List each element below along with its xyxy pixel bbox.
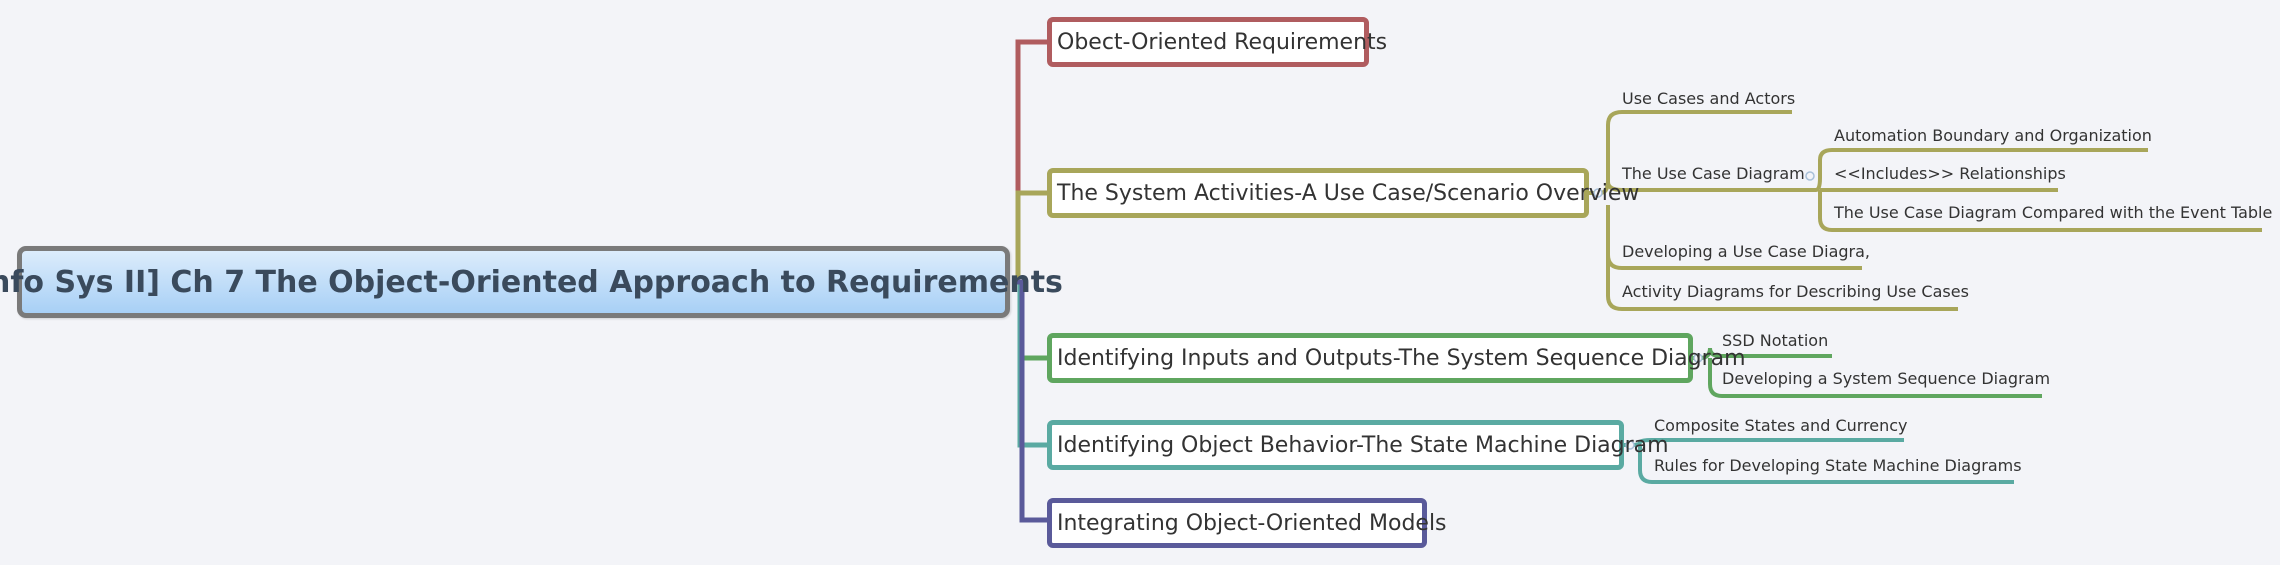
central-topic[interactable]: [Info Sys II] Ch 7 The Object-Oriented A… (0, 246, 1063, 318)
subtopic-use-case-diagram[interactable]: The Use Case Diagram (1622, 164, 1805, 184)
subtopic-rules-state-machine[interactable]: Rules for Developing State Machine Diagr… (1654, 456, 2022, 476)
subtopic-label: SSD Notation (1722, 331, 1829, 350)
subtopic-label: Composite States and Currency (1654, 416, 1908, 435)
central-topic-label: [Info Sys II] Ch 7 The Object-Oriented A… (0, 264, 1063, 300)
topic-label: Identifying Object Behavior-The State Ma… (1057, 432, 1669, 458)
collapse-dot[interactable] (1693, 353, 1703, 363)
topic-label: Obect-Oriented Requirements (1057, 29, 1388, 55)
subtopic-label: Automation Boundary and Organization (1834, 126, 2152, 145)
subtopic-developing-use-case[interactable]: Developing a Use Case Diagra, (1622, 242, 1870, 262)
subtopic-activity-diagrams[interactable]: Activity Diagrams for Describing Use Cas… (1622, 282, 1969, 302)
subtopic-label: The Use Case Diagram Compared with the E… (1834, 203, 2273, 222)
topic-requirements[interactable]: Obect-Oriented Requirements (1047, 17, 1387, 67)
collapse-dot[interactable] (1625, 440, 1635, 450)
subtopic-compared-event-table[interactable]: The Use Case Diagram Compared with the E… (1834, 203, 2272, 223)
state-branches (1624, 438, 2014, 484)
topic-state-machine[interactable]: Identifying Object Behavior-The State Ma… (1047, 420, 1669, 470)
subtopic-label: Use Cases and Actors (1622, 89, 1796, 108)
subtopic-label: Rules for Developing State Machine Diagr… (1654, 456, 2022, 475)
topic-label: Identifying Inputs and Outputs-The Syste… (1057, 345, 1746, 371)
subtopic-developing-ssd[interactable]: Developing a System Sequence Diagram (1722, 369, 2050, 389)
subtopic-label: The Use Case Diagram (1622, 164, 1805, 183)
subtopic-use-cases-actors[interactable]: Use Cases and Actors (1622, 89, 1795, 109)
subtopic-label: Developing a Use Case Diagra, (1622, 242, 1870, 261)
collapse-dot[interactable] (1805, 171, 1815, 181)
subtopic-automation-boundary[interactable]: Automation Boundary and Organization (1834, 126, 2152, 146)
topic-label: Integrating Object-Oriented Models (1057, 510, 1447, 536)
subtopic-label: Activity Diagrams for Describing Use Cas… (1622, 282, 1969, 301)
sequence-branches (1692, 347, 2042, 398)
topic-use-case-overview[interactable]: The System Activities-A Use Case/Scenari… (1047, 168, 1639, 218)
topic-integrating-models[interactable]: Integrating Object-Oriented Models (1047, 498, 1447, 548)
connector-models (1012, 279, 1049, 523)
subtopic-ssd-notation[interactable]: SSD Notation (1722, 331, 1828, 351)
subtopic-label: <<Includes>> Relationships (1834, 164, 2066, 183)
subtopic-label: Developing a System Sequence Diagram (1722, 369, 2051, 388)
collapse-dot[interactable] (1593, 188, 1603, 198)
subtopic-composite-states[interactable]: Composite States and Currency (1654, 416, 1908, 436)
subtopic-includes-relationships[interactable]: <<Includes>> Relationships (1834, 164, 2066, 184)
topic-system-sequence[interactable]: Identifying Inputs and Outputs-The Syste… (1047, 333, 1746, 383)
topic-label: The System Activities-A Use Case/Scenari… (1057, 180, 1640, 206)
connector-state (1012, 279, 1049, 448)
use-case-branches (1588, 110, 2262, 311)
